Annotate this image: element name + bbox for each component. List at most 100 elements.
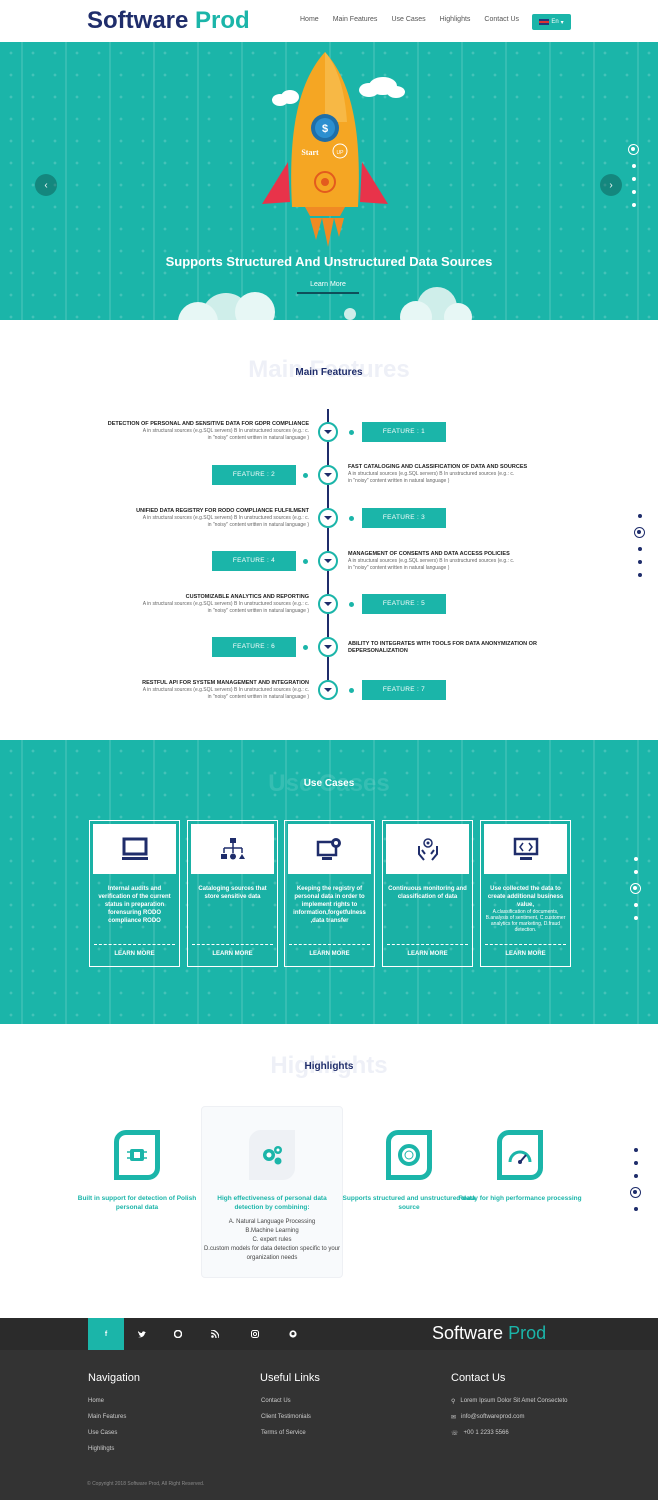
usecase-5-learn-more[interactable]: LEARN MORE xyxy=(485,944,566,957)
highlight-4[interactable]: Ready for high performance processing xyxy=(450,1130,590,1203)
feature-4-button[interactable]: FEATURE : 4 xyxy=(212,551,296,571)
section-dot-1[interactable] xyxy=(633,857,638,861)
instagram-icon[interactable] xyxy=(237,1318,273,1350)
section-dot-5[interactable] xyxy=(637,573,642,577)
usecase-5-detail: A.classification of documents, B.analysi… xyxy=(485,909,566,933)
feature-4-node[interactable] xyxy=(318,551,338,571)
slide-dot-5[interactable] xyxy=(631,203,636,207)
section-dot-5[interactable] xyxy=(633,916,638,920)
feature-1-dot xyxy=(349,430,354,435)
usecase-2-learn-more[interactable]: LEARN MORE xyxy=(192,944,273,957)
feature-6-button[interactable]: FEATURE : 6 xyxy=(212,637,296,657)
chevron-left-icon: ‹ xyxy=(44,179,48,191)
feature-5-dot xyxy=(349,602,354,607)
section-dot-3[interactable] xyxy=(630,883,641,894)
footer-email[interactable]: ✉info@softwareprod.com xyxy=(451,1413,567,1421)
footer-link-highlights[interactable]: Highlihgts xyxy=(88,1446,115,1452)
language-dropdown[interactable]: En ▾ xyxy=(532,14,571,30)
section-dot-4[interactable] xyxy=(637,560,642,564)
slide-dot-1[interactable] xyxy=(628,144,639,155)
feature-1-button[interactable]: FEATURE : 1 xyxy=(362,422,446,442)
twitter-icon[interactable] xyxy=(124,1318,160,1350)
usecase-1-text: Internal audits and verification of the … xyxy=(98,886,171,924)
github-icon[interactable] xyxy=(275,1318,311,1350)
section-dot-3[interactable] xyxy=(637,547,642,551)
footer-logo[interactable]: Software Prod xyxy=(432,1323,546,1344)
footer-contact-list: ⚲Lorem Ipsum Dolor Sit Amet Consecteto ✉… xyxy=(451,1397,567,1437)
facebook-icon[interactable]: f xyxy=(88,1318,124,1350)
feature-6-node[interactable] xyxy=(318,637,338,657)
footer-address: ⚲Lorem Ipsum Dolor Sit Amet Consecteto xyxy=(451,1397,567,1405)
feature-6-title: ABILITY TO INTEGRATES WITH TOOLS FOR DAT… xyxy=(348,641,537,654)
slide-dot-2[interactable] xyxy=(631,164,636,168)
section-dot-5[interactable] xyxy=(633,1207,638,1211)
usecase-card-5[interactable]: Use collected the data to create additio… xyxy=(480,820,571,967)
footer-link-main-features[interactable]: Main Features xyxy=(88,1414,127,1420)
section-dot-2[interactable] xyxy=(633,870,638,874)
usecase-icon-box xyxy=(484,824,567,874)
nav-use-cases[interactable]: Use Cases xyxy=(391,16,426,23)
usecase-1-learn-more[interactable]: LEARN MORE xyxy=(94,944,175,957)
speedometer-icon xyxy=(497,1130,543,1180)
section-dot-4[interactable] xyxy=(633,903,638,907)
uk-flag-icon xyxy=(539,19,550,25)
footer-links-title: Useful Links xyxy=(260,1372,320,1384)
feature-2-node[interactable] xyxy=(318,465,338,485)
section-dot-2[interactable] xyxy=(634,527,645,538)
rss-icon[interactable] xyxy=(197,1318,233,1350)
feature-7-desc1: A in structural sources (e.g.SQL servers… xyxy=(142,687,309,693)
feature-1-text: DETECTION OF PERSONAL AND SENSITIVE DATA… xyxy=(88,421,309,442)
circuit-background xyxy=(0,740,658,1024)
usecase-card-1[interactable]: Internal audits and verification of the … xyxy=(89,820,180,967)
footer-link-use-cases[interactable]: Use Cases xyxy=(88,1430,118,1436)
usecase-card-4[interactable]: Continuous monitoring and classification… xyxy=(382,820,473,967)
slide-dot-4[interactable] xyxy=(631,190,636,194)
footer-link-contact-us[interactable]: Contact Us xyxy=(261,1398,291,1404)
section-dot-1[interactable] xyxy=(633,1148,638,1152)
nav-highlights[interactable]: Highlights xyxy=(439,16,471,23)
feature-3-button[interactable]: FEATURE : 3 xyxy=(362,508,446,528)
hero-title: Supports Structured And Unstructured Dat… xyxy=(165,254,493,269)
highlight-1[interactable]: Built in support for detection of Polish… xyxy=(67,1130,207,1212)
hierarchy-icon xyxy=(220,838,245,860)
feature-7-button[interactable]: FEATURE : 7 xyxy=(362,680,446,700)
usecase-card-3[interactable]: Keeping the registry of personal data in… xyxy=(284,820,375,967)
section-dot-2[interactable] xyxy=(633,1161,638,1165)
nav-home[interactable]: Home xyxy=(300,16,319,23)
usecase-3-learn-more[interactable]: LEARN MORE xyxy=(289,944,370,957)
usecase-icon-box xyxy=(386,824,469,874)
highlight-2-title: High effectiveness of personal data dete… xyxy=(217,1195,327,1211)
section-dot-1[interactable] xyxy=(637,514,642,518)
email-text: info@softwareprod.com xyxy=(461,1414,525,1420)
slide-dot-3[interactable] xyxy=(631,177,636,181)
usecase-4-learn-more[interactable]: LEARN MORE xyxy=(387,944,468,957)
pinterest-icon[interactable] xyxy=(160,1318,196,1350)
usecase-icon-box xyxy=(93,824,176,874)
usecase-card-2[interactable]: Cataloging sources that store sensitive … xyxy=(187,820,278,967)
highlights-title: Highlights xyxy=(304,1061,354,1072)
feature-3-node[interactable] xyxy=(318,508,338,528)
section-dot-4[interactable] xyxy=(630,1187,641,1198)
prev-slide-button[interactable]: ‹ xyxy=(35,174,57,196)
nav-contact-us[interactable]: Contact Us xyxy=(484,16,520,23)
highlights-ghost-title: Highlights xyxy=(270,1052,388,1079)
feature-5-node[interactable] xyxy=(318,594,338,614)
logo[interactable]: Software Prod xyxy=(87,7,250,35)
next-slide-button[interactable]: › xyxy=(600,174,622,196)
learn-more-button[interactable]: Learn More xyxy=(297,278,359,294)
footer-link-testimonials[interactable]: Client Testimonials xyxy=(261,1414,311,1420)
feature-7-node[interactable] xyxy=(318,680,338,700)
logo-part2: Prod xyxy=(195,7,250,34)
feature-1-node[interactable] xyxy=(318,422,338,442)
nav-main-features[interactable]: Main Features xyxy=(332,16,378,23)
highlight-2[interactable]: High effectiveness of personal data dete… xyxy=(202,1130,342,1263)
feature-4-desc2: in "noisy" content written in natural la… xyxy=(348,565,450,571)
feature-5-button[interactable]: FEATURE : 5 xyxy=(362,594,446,614)
footer-phone[interactable]: ☏+00 1 2233 5566 xyxy=(451,1429,567,1437)
feature-2-button[interactable]: FEATURE : 2 xyxy=(212,465,296,485)
highlight-3[interactable]: Supports structured and unstructured dat… xyxy=(339,1130,479,1212)
footer-link-home[interactable]: Home xyxy=(88,1398,105,1404)
highlight-2-desc: A. Natural Language Processing B.Machine… xyxy=(202,1218,342,1263)
section-dot-3[interactable] xyxy=(633,1174,638,1178)
footer-link-terms[interactable]: Terms of Service xyxy=(261,1430,306,1436)
